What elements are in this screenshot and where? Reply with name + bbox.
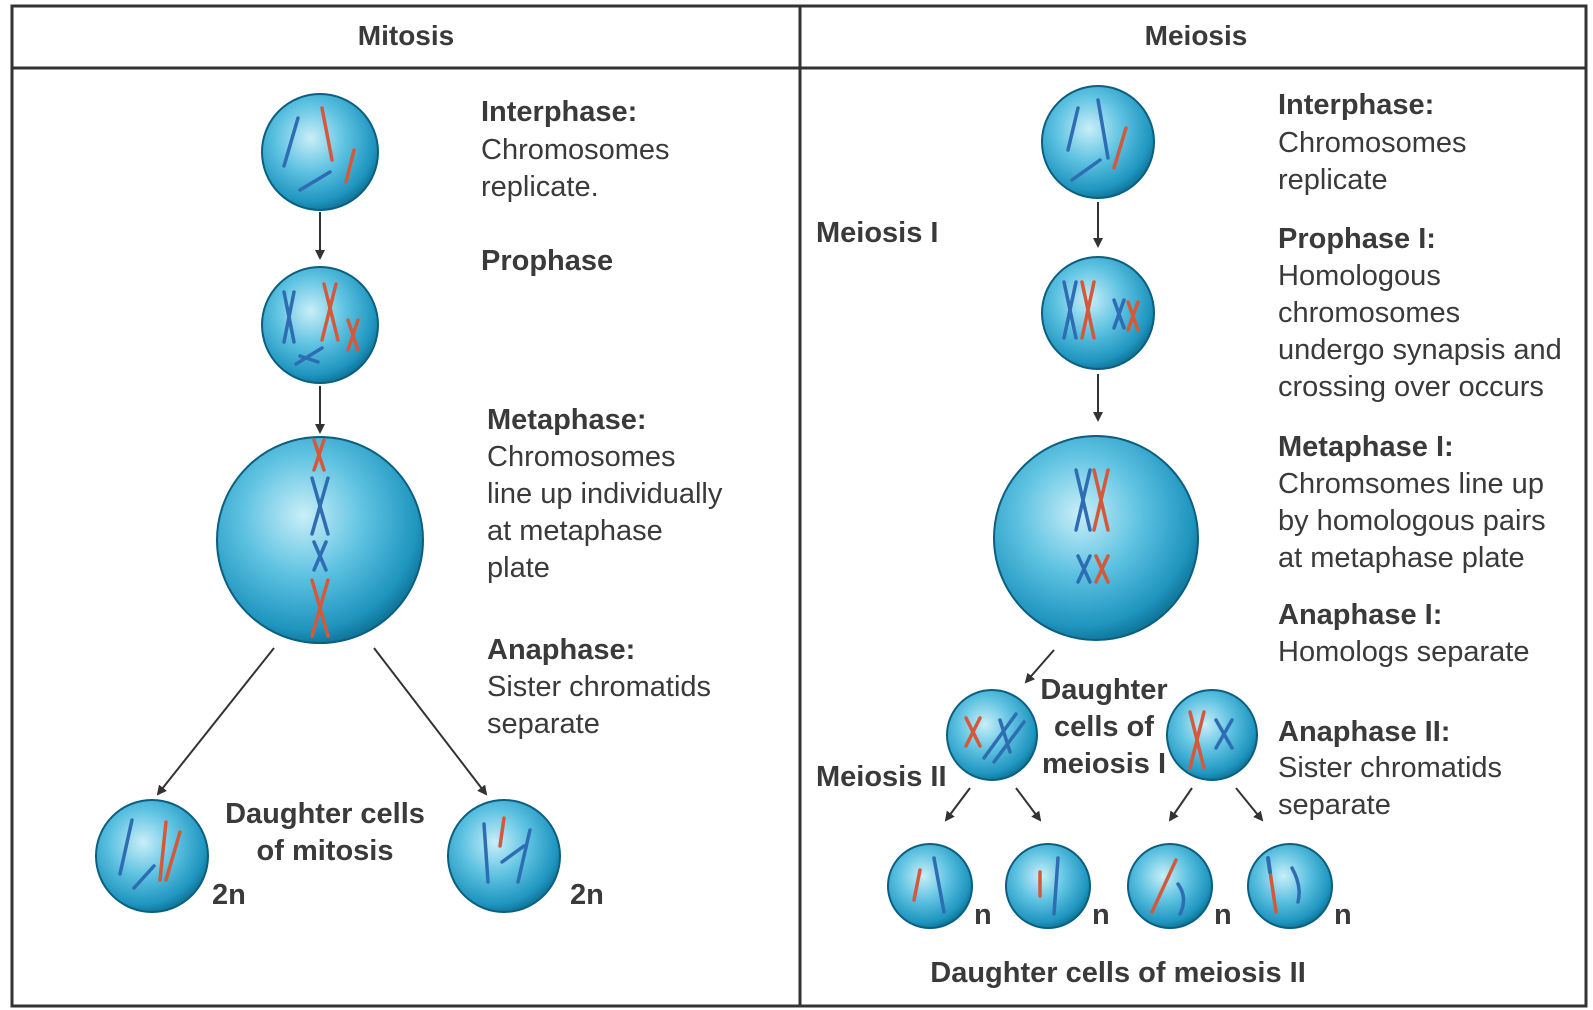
mitosis-metaphase-line-4: plate xyxy=(487,552,550,584)
meiosis-anaphase2-title: Anaphase II: xyxy=(1278,716,1450,748)
meiosis2-daughter-cell-4 xyxy=(1248,844,1332,928)
meiosis2-daughter-label: Daughter cells of meiosis II xyxy=(930,957,1306,989)
meiosis2-ploidy-4: n xyxy=(1334,899,1352,931)
meiosis-interphase-title: Interphase: xyxy=(1278,89,1434,121)
mitosis-daughter-line-1: Daughter cells xyxy=(225,798,425,830)
mitosis-daughter-line-2: of mitosis xyxy=(257,835,394,867)
meiosis2-ploidy-3: n xyxy=(1214,899,1232,931)
mitosis-anaphase-line-2: separate xyxy=(487,708,600,740)
meiosis-metaphase1-line-3: at metaphase plate xyxy=(1278,542,1525,574)
meiosis-interphase-line-1: Chromosomes xyxy=(1278,127,1467,159)
mitosis-metaphase-line-3: at metaphase xyxy=(487,515,663,547)
meiosis-metaphase1-line-1: Chromsomes line up xyxy=(1278,468,1544,500)
meiosis-prophase1-line-4: crossing over occurs xyxy=(1278,371,1544,403)
mitosis-header: Mitosis xyxy=(358,20,454,51)
mitosis-anaphase-title: Anaphase: xyxy=(487,634,635,666)
meiosis2-daughter-cell-2 xyxy=(1006,844,1090,928)
meiosis2-ploidy-2: n xyxy=(1092,899,1110,931)
mitosis-interphase-cell xyxy=(262,94,378,210)
meiosis-prophase1-line-1: Homologous xyxy=(1278,260,1441,292)
mitosis-metaphase-title: Metaphase: xyxy=(487,404,647,436)
mitosis-ploidy-left: 2n xyxy=(212,879,246,911)
meiosis-anaphase2-line-1: Sister chromatids xyxy=(1278,752,1502,784)
meiosis-prophase1-line-2: chromosomes xyxy=(1278,297,1460,329)
mitosis-arrow-right xyxy=(374,648,486,794)
meiosis2-arrow-1 xyxy=(946,788,970,820)
mitosis-arrow-left xyxy=(158,648,274,794)
meiosis-anaphase1-line-1: Homologs separate xyxy=(1278,636,1529,668)
mitosis-daughter-cell-right xyxy=(448,800,560,912)
meiosis-anaphase1-title: Anaphase I: xyxy=(1278,599,1442,631)
meiosis-metaphase1-line-2: by homologous pairs xyxy=(1278,505,1546,537)
meiosis1-daughter-line-1: Daughter xyxy=(1040,674,1167,706)
mitosis-daughter-cell-left xyxy=(96,800,208,912)
mitosis-interphase-line-2: replicate. xyxy=(481,171,599,203)
mitosis-interphase-line-1: Chromosomes xyxy=(481,134,670,166)
meiosis-header: Meiosis xyxy=(1145,20,1248,51)
meiosis-interphase-line-2: replicate xyxy=(1278,164,1388,196)
meiosis-metaphase1-cell xyxy=(994,436,1198,640)
meiosis-prophase1-line-3: undergo synapsis and xyxy=(1278,334,1562,366)
meiosis-interphase-cell xyxy=(1042,86,1154,198)
meiosis1-daughter-cell-left xyxy=(947,690,1037,780)
meiosis2-arrow-4 xyxy=(1236,788,1262,820)
meiosis-prophase1-cell xyxy=(1042,257,1154,369)
meiosis2-arrow-2 xyxy=(1016,788,1040,820)
mitosis-prophase-title: Prophase xyxy=(481,245,613,277)
meiosis-1-label: Meiosis I xyxy=(816,217,939,249)
mitosis-prophase-cell xyxy=(262,267,378,383)
mitosis-interphase-title: Interphase: xyxy=(481,96,637,128)
meiosis-anaphase2-line-2: separate xyxy=(1278,789,1391,821)
mitosis-anaphase-line-1: Sister chromatids xyxy=(487,671,711,703)
meiosis2-arrow-3 xyxy=(1170,788,1192,820)
mitosis-metaphase-cell xyxy=(217,437,423,643)
mitosis-metaphase-line-1: Chromosomes xyxy=(487,441,676,473)
meiosis2-daughter-cell-1 xyxy=(888,844,972,928)
mitosis-metaphase-line-2: line up individually xyxy=(487,478,723,510)
meiosis-metaphase1-title: Metaphase I: xyxy=(1278,431,1454,463)
meiosis1-daughter-line-3: meiosis I xyxy=(1042,748,1166,780)
mitosis-ploidy-right: 2n xyxy=(570,879,604,911)
meiosis-2-label: Meiosis II xyxy=(816,761,947,793)
meiosis1-daughter-line-2: cells of xyxy=(1054,711,1154,743)
meiosis-prophase1-title: Prophase I: xyxy=(1278,223,1436,255)
meiosis1-daughter-cell-right xyxy=(1167,690,1257,780)
meiosis2-ploidy-1: n xyxy=(974,899,992,931)
meiosis2-daughter-cell-3 xyxy=(1128,844,1212,928)
